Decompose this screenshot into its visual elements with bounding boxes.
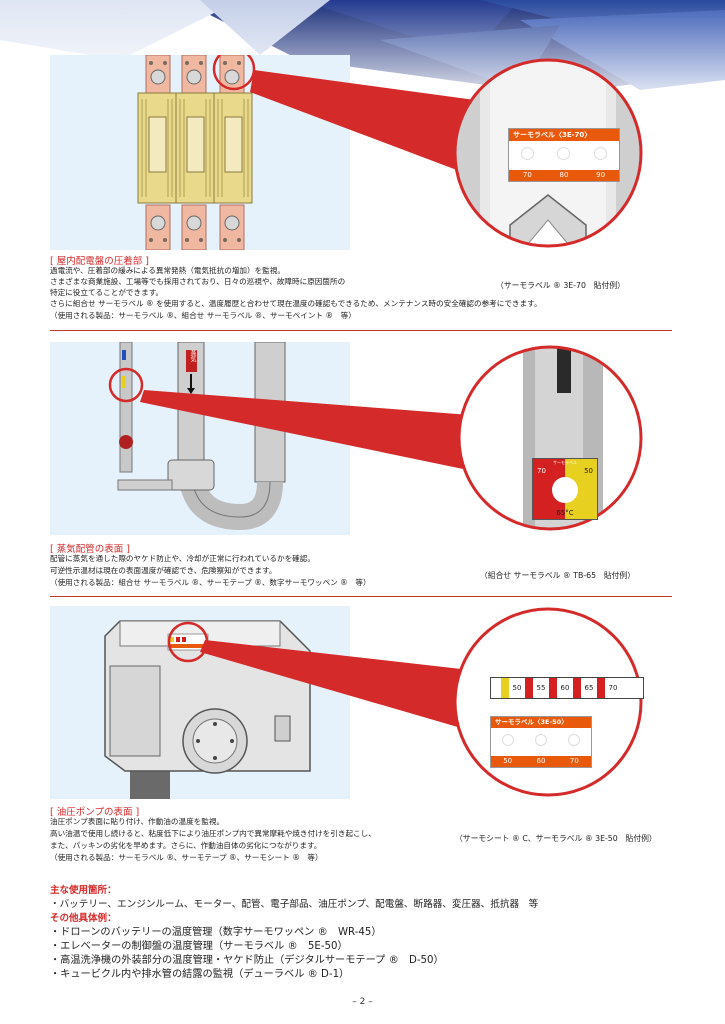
section-body-line: さらに組合せ サーモラベル ® を使用すると、温度履歴と合わせて現在温度の確認も… [50, 299, 542, 308]
section-body-line: 過電流や、圧着部の緩みによる異常発熱（電気抵抗の増加）を監視。 [50, 266, 285, 275]
temp-value: 50 [503, 757, 513, 765]
examples-heading: その他具体例： [50, 913, 117, 924]
thermo-label-3e70: サーモラベル〈3E-70〉 70 80 90 [508, 128, 620, 182]
callout-beam-3 [200, 640, 470, 730]
section-body-line: さまざまな商業施設、工場等でも採用されており、日々の巡視や、故障時に原因箇所の [50, 277, 346, 286]
temp-value: 70 [569, 757, 579, 765]
combo-left-temp: 70 [537, 467, 546, 475]
section-body-line: （使用される製品：サーモラベル ®、組合せ サーモラベル ®、サーモペイント ®… [50, 311, 356, 320]
combo-label-name: サーモラベル [553, 460, 577, 465]
sheet-value: 60 [560, 684, 570, 692]
switchboard-illustration [50, 47, 350, 251]
indicator-dot [568, 734, 581, 746]
example-item: ・キュービクル内や排水管の結露の監視（デューラベル ® D-1） [50, 969, 350, 980]
combo-thermo-label-tb65: サーモラベル 70 50 65°C [532, 458, 598, 520]
section-title: [ 蒸気配管の表面 ] [50, 544, 130, 555]
example-caption: （サーモシート ® C、サーモラベル ® 3E-50 貼付例） [455, 834, 657, 843]
section-body-line: 可逆性示温材は現在の表面温度が確認でき、危険察知ができます。 [50, 566, 277, 575]
indicator-dot [501, 734, 514, 746]
example-caption: （サーモラベル ® 3E-70 貼付例） [496, 281, 625, 290]
sheet-swatch [525, 678, 533, 698]
thermo-label-name: サーモラベル〈3E-70〉 [509, 129, 619, 141]
section-body-line: 配管に蒸気を通した際のヤケド防止や、冷却が正常に行われているかを確認。 [50, 554, 315, 563]
section-body-line: また、パッキンの劣化を早めます。さらに、作動油自体の劣化につながります。 [50, 841, 322, 850]
example-caption: （組合せ サーモラベル ® TB-65 貼付例） [480, 571, 636, 580]
sheet-swatch [597, 678, 605, 698]
indicator-dot [594, 147, 608, 160]
temp-value: 80 [559, 171, 569, 179]
temp-value: 90 [596, 171, 606, 179]
sheet-value: 70 [608, 684, 618, 692]
thermo-label-name: サーモラベル〈3E-50〉 [491, 717, 591, 728]
page-number: – 2 – [352, 997, 373, 1007]
section-divider [50, 330, 672, 331]
sheet-swatch [501, 678, 509, 698]
temp-value: 70 [522, 171, 532, 179]
section-title: [ 油圧ポンプの表面 ] [50, 807, 140, 818]
temp-value: 60 [536, 757, 546, 765]
section-divider [50, 596, 672, 597]
steam-sign: 蒸気 [189, 350, 196, 362]
sheet-swatch [573, 678, 581, 698]
section-body-line: 特定に役立てることができます。 [50, 288, 164, 297]
sheet-swatch [491, 678, 501, 698]
combo-bottom-temp: 65°C [556, 509, 574, 517]
section-body-line: （使用される製品：組合せ サーモラベル ®、サーモテープ ®、数字サーモワッペン… [50, 578, 371, 587]
combo-right-temp: 50 [584, 467, 593, 475]
indicator-dot [534, 734, 547, 746]
sheet-value: 55 [536, 684, 546, 692]
sheet-value: 65 [584, 684, 594, 692]
zoom-circle-3e50 [450, 604, 646, 800]
uses-text: ・バッテリー、エンジンルーム、モーター、配管、電子部品、油圧ポンプ、配電盤、断路… [50, 899, 539, 910]
example-item: ・エレベーターの制御盤の温度管理（サーモラベル ® 5E-50） [50, 941, 348, 952]
thermo-label-3e50: サーモラベル〈3E-50〉 50 60 70 [490, 716, 592, 768]
callout-beam-1 [250, 70, 475, 175]
section-body-line: 油圧ポンプ表面に貼り付け、作動油の温度を監視。 [50, 817, 225, 826]
section-body-line: （使用される製品：サーモラベル ®、サーモテープ ®、サーモシート ® 等） [50, 853, 323, 862]
sheet-swatch [549, 678, 557, 698]
uses-heading: 主な使用箇所： [50, 885, 117, 896]
section-body-line: 高い油温で使用し続けると、粘度低下により油圧ポンプ内で異常摩耗や焼き付けを引き起… [50, 829, 376, 838]
indicator-dot [520, 147, 534, 160]
indicator-dot [557, 147, 571, 160]
combo-indicator [552, 477, 578, 503]
section-title: [ 屋内配電盤の圧着部 ] [50, 256, 149, 267]
example-item: ・高温洗浄機の外装部分の温度管理・ヤケド防止（デジタルサーモテープ ® D-50… [50, 955, 444, 966]
sheet-value: 50 [512, 684, 522, 692]
thermo-sheet-c: 50 55 60 65 70 [490, 677, 644, 699]
callout-beam-2 [140, 390, 470, 470]
example-item: ・ドローンのバッテリーの温度管理（数字サーモワッペン ® WR-45） [50, 927, 382, 938]
